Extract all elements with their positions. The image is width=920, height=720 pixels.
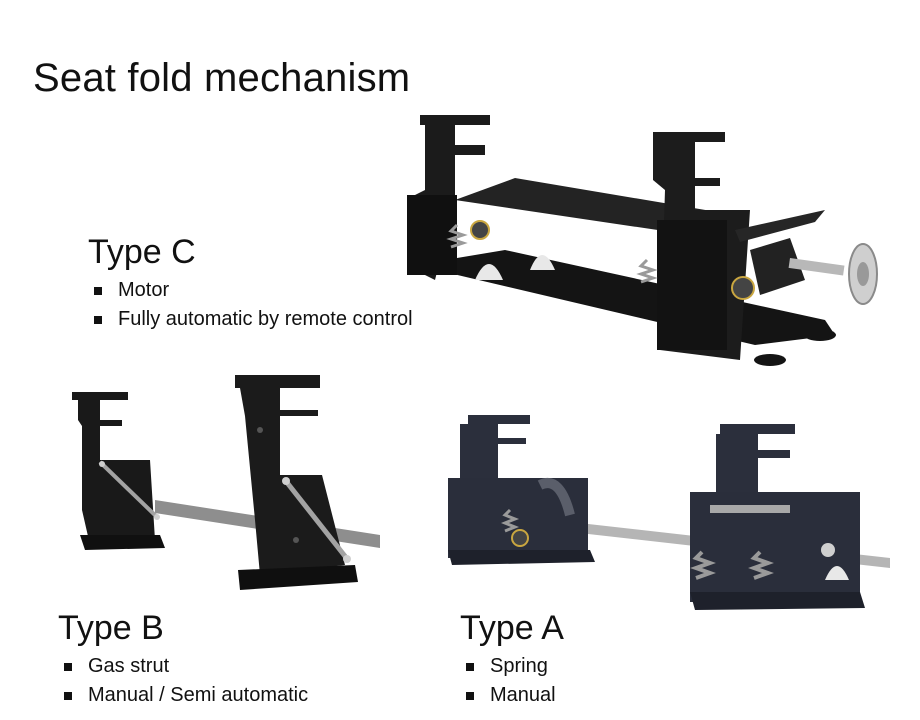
type-b-heading: Type B	[58, 609, 164, 647]
type-a-mechanism-image	[448, 415, 890, 610]
list-item: Manual	[460, 681, 564, 710]
list-item: Fully automatic by remote control	[88, 305, 413, 334]
type-b-description: Type B Gas strut Manual / Semi automatic	[58, 608, 308, 710]
type-b-feature-list: Gas strut Manual / Semi automatic	[58, 652, 308, 710]
bullet-square-icon	[94, 315, 102, 324]
feature-label: Spring	[490, 655, 548, 677]
feature-label: Motor	[118, 279, 170, 301]
type-c-feature-list: Motor Fully automatic by remote control	[88, 276, 413, 334]
feature-label: Fully automatic by remote control	[118, 308, 413, 330]
bullet-square-icon	[64, 691, 72, 700]
bullet-square-icon	[64, 662, 72, 671]
feature-label: Manual	[490, 684, 556, 706]
type-a-feature-list: Spring Manual	[460, 652, 564, 710]
type-c-mechanism-image	[407, 115, 878, 366]
bullet-square-icon	[94, 286, 102, 295]
bullet-square-icon	[466, 691, 474, 700]
feature-label: Gas strut	[88, 655, 170, 677]
type-a-heading: Type A	[460, 609, 564, 647]
list-item: Motor	[88, 276, 413, 305]
list-item: Gas strut	[58, 652, 308, 681]
bullet-square-icon	[466, 662, 474, 671]
list-item: Manual / Semi automatic	[58, 681, 308, 710]
page-title: Seat fold mechanism	[33, 56, 411, 100]
list-item: Spring	[460, 652, 564, 681]
type-b-mechanism-image	[72, 375, 380, 590]
type-c-heading: Type C	[88, 233, 196, 271]
type-c-description: Type C Motor Fully automatic by remote c…	[88, 232, 413, 334]
type-a-description: Type A Spring Manual	[460, 608, 564, 710]
feature-label: Manual / Semi automatic	[88, 684, 309, 706]
